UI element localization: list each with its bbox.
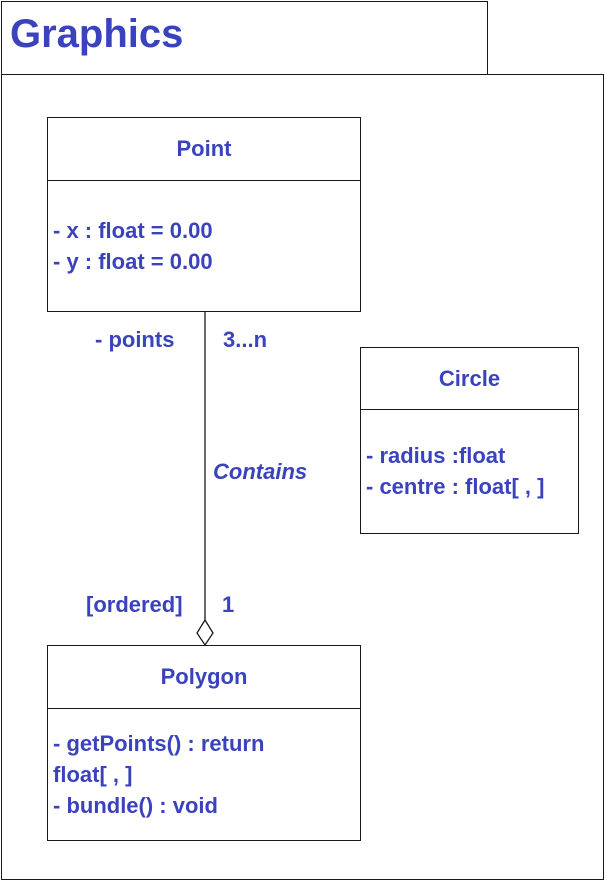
- multiplicity-polygon-end: 1: [222, 592, 235, 617]
- class-circle[interactable]: Circle - radius :float - centre : float[…: [360, 347, 579, 534]
- attribute-radius: - radius :float: [366, 443, 506, 468]
- package-body: [1, 74, 604, 880]
- class-polygon-name: Polygon: [160, 664, 248, 689]
- attribute-centre: - centre : float[ , ]: [366, 474, 545, 499]
- multiplicity-point-end: 3...n: [223, 327, 268, 352]
- operation-getpoints-continued: float[ , ]: [53, 762, 133, 787]
- class-polygon-operations: - getPoints() : return float[ , ] - bund…: [53, 728, 264, 821]
- class-point-attributes: - x : float = 0.00 - y : float = 0.00: [53, 215, 213, 277]
- class-point-divider: [48, 180, 360, 181]
- attribute-x: - x : float = 0.00: [53, 218, 213, 243]
- class-point-name: Point: [176, 136, 232, 161]
- class-polygon-divider: [48, 708, 360, 709]
- attribute-y: - y : float = 0.00: [53, 249, 213, 274]
- package-title: Graphics: [10, 12, 184, 56]
- association-name: Contains: [213, 459, 308, 484]
- class-circle-divider: [361, 409, 578, 410]
- class-point[interactable]: Point - x : float = 0.00 - y : float = 0…: [47, 117, 361, 312]
- operation-getpoints: - getPoints() : return: [53, 731, 265, 756]
- class-circle-attributes: - radius :float - centre : float[ , ]: [366, 440, 544, 502]
- aggregation-diamond-icon: [196, 618, 214, 647]
- role-label-points: - points: [95, 327, 175, 352]
- class-circle-name: Circle: [438, 366, 501, 391]
- operation-bundle: - bundle() : void: [53, 793, 218, 818]
- class-polygon[interactable]: Polygon - getPoints() : return float[ , …: [47, 645, 361, 841]
- constraint-ordered: [ordered]: [86, 592, 183, 617]
